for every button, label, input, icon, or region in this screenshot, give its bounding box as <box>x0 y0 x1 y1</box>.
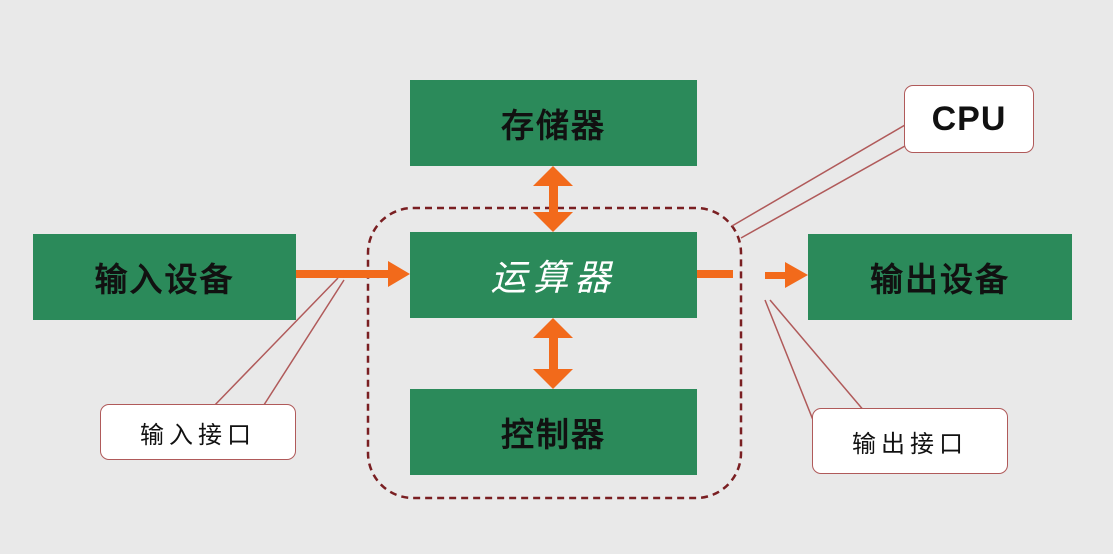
memory-block <box>410 80 697 166</box>
cpu-callout-leader <box>731 124 906 239</box>
alu-label: 运算器 <box>490 258 617 299</box>
input-device-block <box>33 234 296 320</box>
input-interface-callout: 输入接口 <box>100 404 296 460</box>
memory-alu-arrow <box>533 166 573 232</box>
controller-block <box>410 389 697 475</box>
alu-block <box>410 232 697 318</box>
output-interface-callout: 输出接口 <box>812 408 1008 474</box>
output-interface-callout-leader <box>764 299 866 441</box>
input-interface-callout-leader <box>211 277 345 409</box>
controller-label: 控制器 <box>501 415 606 454</box>
output-device-label: 输出设备 <box>870 260 1010 299</box>
cpu-callout: CPU <box>904 85 1034 153</box>
input-device-label: 输入设备 <box>94 260 235 299</box>
alu-controller-arrow <box>533 318 573 389</box>
memory-label: 存储器 <box>501 106 606 145</box>
output-device-block <box>808 234 1072 320</box>
alu-to-output-arrow <box>697 262 808 288</box>
input-to-alu-arrow <box>296 261 410 287</box>
